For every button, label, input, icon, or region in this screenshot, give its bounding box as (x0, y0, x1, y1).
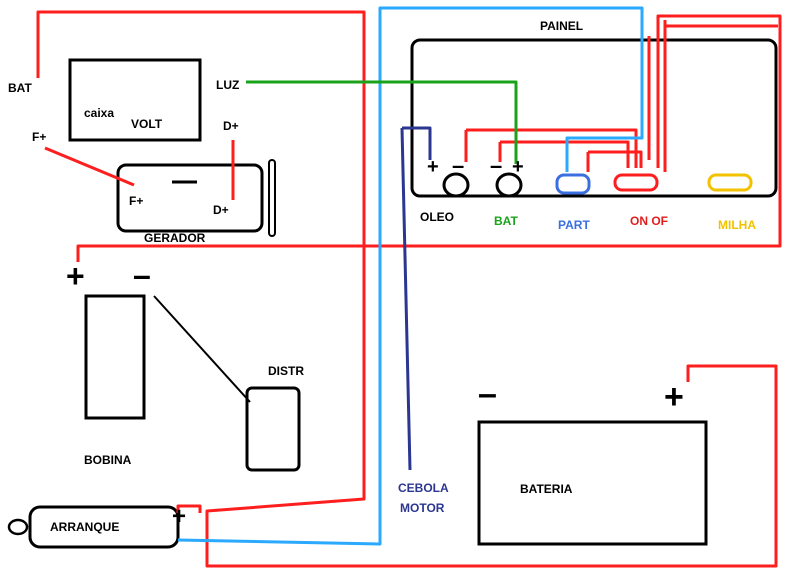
bobina-minus: – (133, 257, 151, 293)
wire-green-luz (246, 80, 518, 164)
wire-red-painel-top (466, 128, 638, 168)
oleo-minus: – (452, 153, 464, 178)
caixa-label: caixa (84, 106, 114, 120)
gerador-fplus-label: F+ (129, 194, 143, 208)
caixa-dplus-label: D+ (223, 119, 239, 133)
bobina-label: BOBINA (84, 453, 132, 467)
milha-label: MILHA (718, 218, 756, 232)
wire-bobina-distr (153, 295, 251, 403)
milha-lamp (707, 173, 753, 192)
bobina-plus: + (66, 258, 85, 294)
wire-red-main (36, 10, 778, 568)
onof-label: ON OF (630, 214, 668, 228)
bat-plus: + (512, 156, 524, 178)
part-label: PART (558, 218, 590, 232)
distr-label: DISTR (268, 364, 304, 378)
bat-minus: – (490, 153, 502, 178)
volt-label: VOLT (131, 117, 163, 131)
wire-red-part (588, 150, 643, 168)
luz-label: LUZ (216, 78, 239, 92)
wire-fplus (44, 146, 135, 187)
wire-red-bat-neg (500, 140, 630, 168)
bobina-box (84, 294, 146, 420)
oleo-label: OLEO (420, 210, 454, 224)
bat-lamp-label: BAT (494, 214, 518, 228)
arranque-shaft (7, 518, 29, 536)
gerador-label: GERADOR (144, 231, 206, 245)
gerador-pulley (268, 159, 276, 237)
bateria-box (477, 420, 708, 546)
gerador-box (116, 163, 264, 233)
bateria-label: BATERIA (520, 482, 573, 496)
caixa-volt-box (68, 58, 202, 142)
painel-title: PAINEL (540, 19, 583, 33)
bateria-minus: – (478, 375, 497, 413)
arranque-plus: + (172, 503, 186, 530)
wire-navy-top (402, 126, 432, 160)
gerador-dplus-label: D+ (213, 203, 229, 217)
bat-lamp (495, 172, 523, 198)
painel-box (410, 38, 778, 198)
oleo-plus: + (427, 156, 439, 178)
oleo-lamp (442, 172, 470, 198)
part-lamp (555, 173, 591, 195)
bateria-plus: + (664, 378, 684, 416)
wire-navy-cebola (400, 127, 412, 471)
wire-red-ignition (76, 14, 782, 262)
onof-lamp (613, 173, 659, 192)
cebola-label-2: MOTOR (400, 501, 445, 515)
arranque-box (28, 505, 180, 549)
caixa-fplus-label: F+ (32, 130, 46, 144)
wire-cyan-part (177, 6, 644, 546)
wire-red-arranque-plus (176, 504, 202, 513)
arranque-label: ARRANQUE (50, 520, 119, 534)
caixa-bat-label: BAT (8, 81, 32, 95)
cebola-label-1: CEBOLA (398, 481, 449, 495)
distr-box (245, 386, 301, 472)
